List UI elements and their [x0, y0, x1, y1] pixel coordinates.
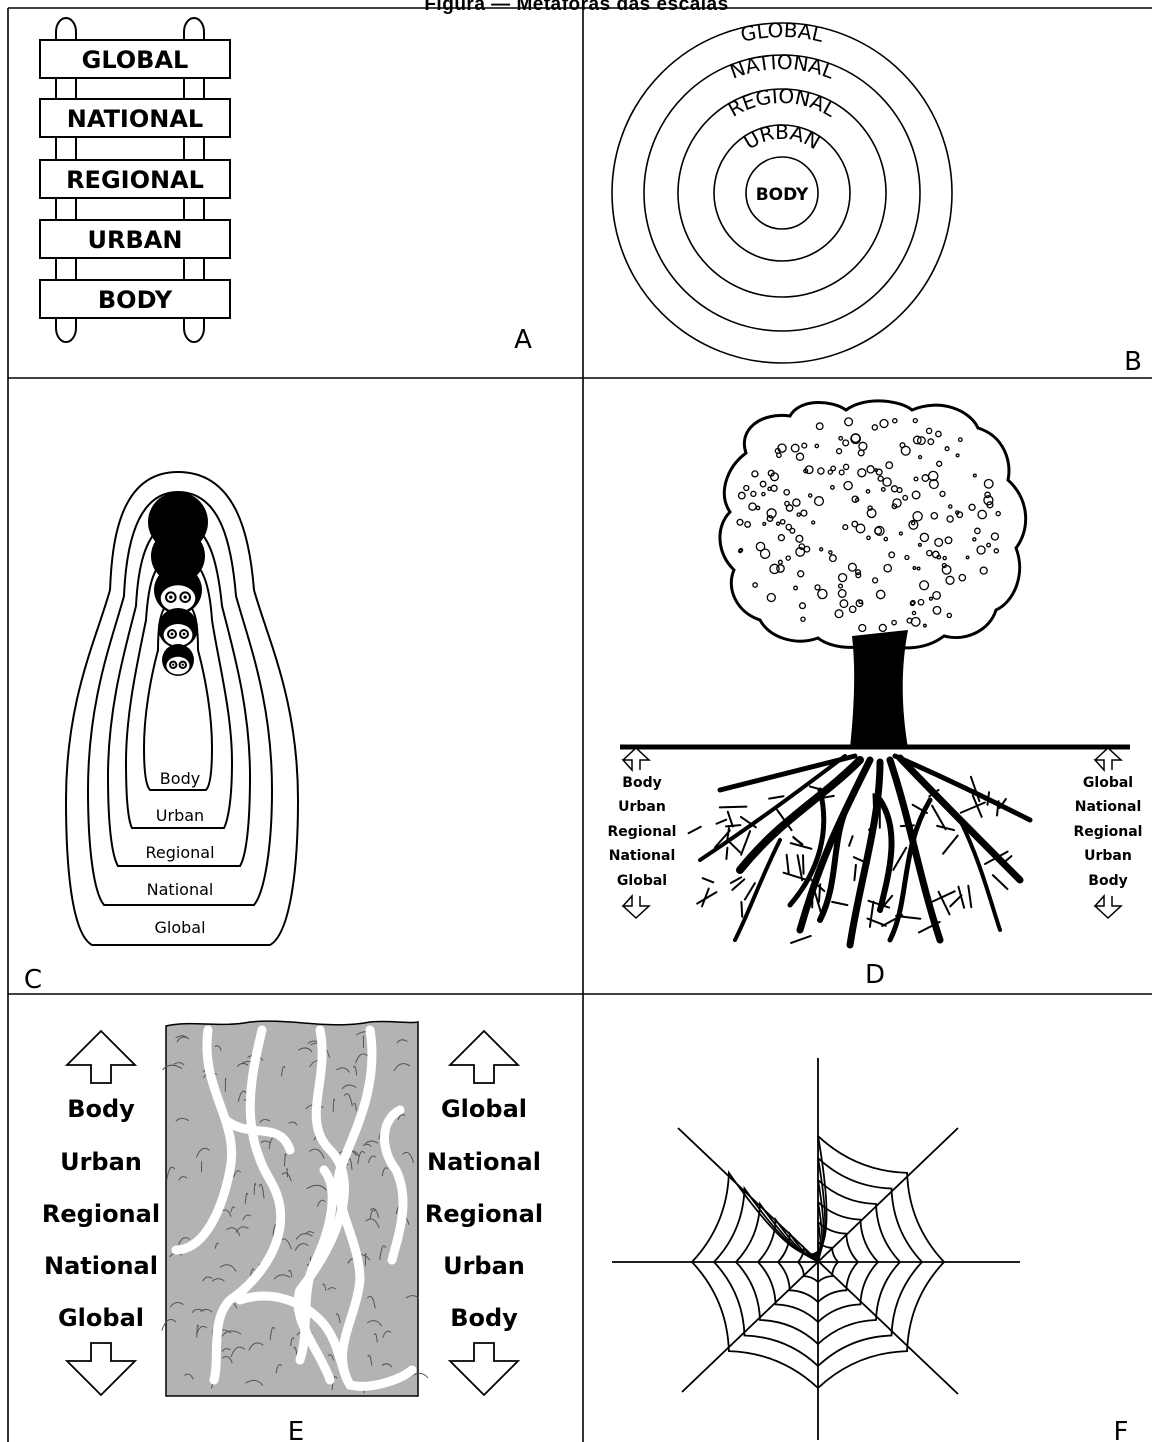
tree-left-label: Urban [618, 799, 666, 815]
panel-f-web [612, 1058, 1020, 1440]
rhizome-right-label: Urban [443, 1252, 525, 1280]
panel-letter: D [865, 960, 885, 990]
up-arrow-icon [1095, 748, 1121, 770]
doll-label: Body [160, 769, 200, 788]
up-arrow-icon [623, 748, 649, 770]
rhizome-right-label: Body [450, 1304, 518, 1332]
up-arrow-icon [67, 1031, 135, 1083]
doll-label: Global [154, 918, 205, 937]
doll-label: Regional [145, 843, 214, 862]
panel-letter: B [1124, 347, 1142, 377]
rhizome-left-label: Global [58, 1304, 144, 1332]
rhizome-right-label: Regional [425, 1200, 543, 1228]
panel-letter: E [288, 1417, 304, 1442]
down-arrow-icon [67, 1343, 135, 1395]
root [895, 756, 1030, 820]
down-arrow-icon [450, 1343, 518, 1395]
root [880, 800, 892, 910]
down-arrow-icon [1095, 896, 1121, 918]
ring-label: NATIONAL [726, 50, 838, 84]
tree-right-label: Body [1088, 873, 1127, 889]
tree-left-label: Global [617, 873, 667, 889]
ring-label: URBAN [739, 120, 824, 154]
panel-letter: C [24, 965, 42, 995]
rhizome-right-label: National [427, 1148, 541, 1176]
panel-letter: A [514, 325, 532, 355]
doll-label: Urban [156, 806, 204, 825]
ladder-rung-label: GLOBAL [82, 46, 189, 74]
panel-letter: F [1114, 1417, 1129, 1442]
ring-label: GLOBAL [738, 18, 826, 47]
doll-label: National [147, 880, 214, 899]
ladder-rung-label: NATIONAL [67, 105, 203, 133]
tree-right-label: Regional [1074, 824, 1143, 840]
tree-left-label: Body [622, 775, 661, 791]
up-arrow-icon [450, 1031, 518, 1083]
rhizome-left-label: Body [67, 1095, 135, 1123]
rhizome-right-label: Global [441, 1095, 527, 1123]
tree-right-label: Global [1083, 775, 1133, 791]
tree-right-label: National [1075, 799, 1142, 815]
ladder-rung-label: BODY [98, 286, 173, 314]
rhizome-left-label: Urban [60, 1148, 142, 1176]
tree-left-label: Regional [608, 824, 677, 840]
tree-right-label: Urban [1084, 848, 1132, 864]
tree-trunk [850, 630, 908, 748]
tree-left-label: National [609, 848, 676, 864]
panel-c-dolls [66, 472, 298, 945]
ladder-rung-label: REGIONAL [66, 166, 204, 194]
panel-d-tree [620, 401, 1130, 945]
rhizome-left-label: National [44, 1252, 158, 1280]
ring-label: BODY [756, 185, 809, 205]
down-arrow-icon [623, 896, 649, 918]
ring-label: REGIONAL [724, 84, 841, 122]
rhizome-left-label: Regional [42, 1200, 160, 1228]
ladder-rung-label: URBAN [88, 226, 183, 254]
